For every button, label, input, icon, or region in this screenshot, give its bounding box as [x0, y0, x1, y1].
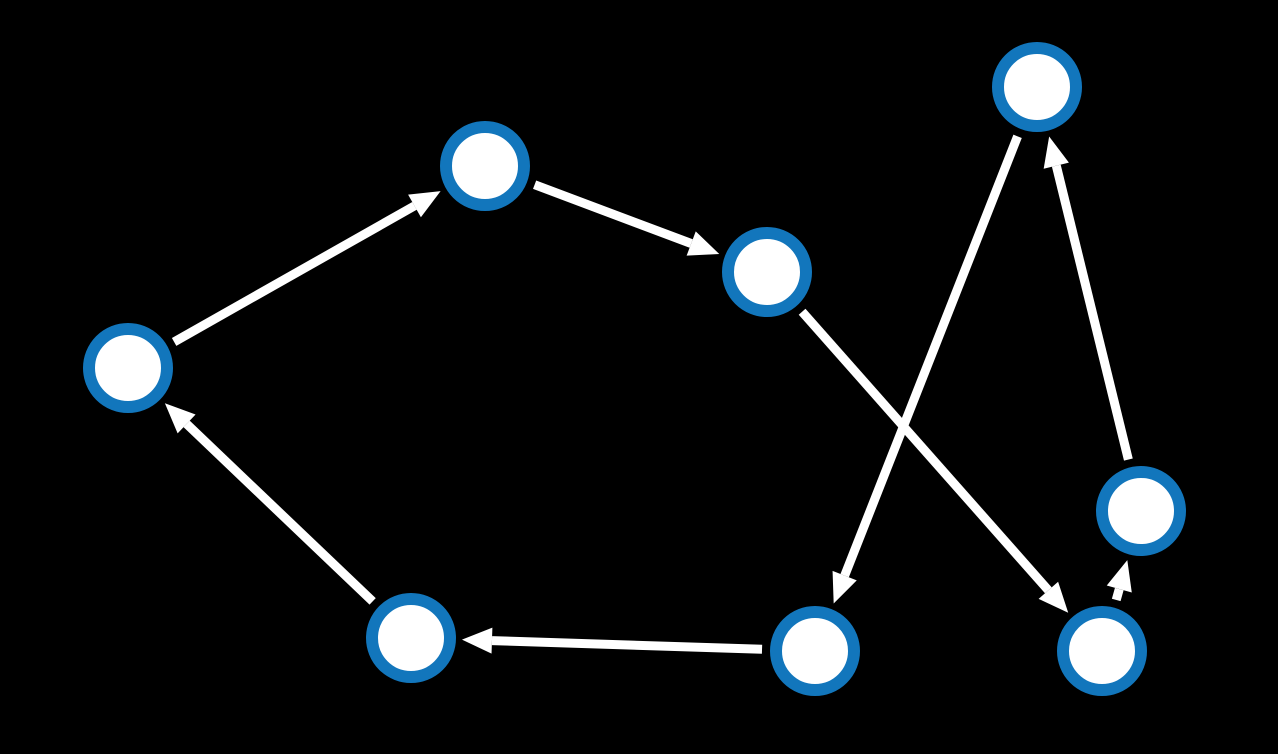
edge-top-right-to-bottom-mid-arrowhead-icon	[832, 570, 857, 604]
edge-bottom-right-to-right-mid-line	[1111, 587, 1124, 602]
node-bottom-left-circle	[366, 593, 456, 683]
edge-top-left-to-top-mid-arrowhead-icon	[686, 231, 720, 256]
edge-left-to-top-left-line	[171, 201, 417, 346]
edge-top-mid-to-bottom-right[interactable]	[798, 308, 1069, 613]
node-top-mid-circle	[722, 227, 812, 317]
node-left-circle	[83, 323, 173, 413]
edge-left-to-top-left-arrowhead-icon	[408, 191, 441, 218]
node-top-right-circle	[992, 42, 1082, 132]
node-bottom-right-circle	[1057, 606, 1147, 696]
node-top-right[interactable]	[992, 42, 1082, 132]
node-layer	[83, 42, 1186, 696]
edge-top-right-to-bottom-mid-line	[840, 134, 1022, 578]
edge-bottom-right-to-right-mid-arrowhead-icon	[1106, 560, 1132, 593]
edge-top-mid-to-bottom-right-line	[798, 308, 1052, 594]
edge-bottom-mid-to-bottom-left-line	[491, 636, 763, 654]
edge-right-mid-to-top-right[interactable]	[1043, 136, 1133, 461]
edge-top-mid-to-bottom-right-arrowhead-icon	[1038, 581, 1069, 613]
edge-layer	[164, 134, 1133, 654]
edge-top-right-to-bottom-mid[interactable]	[832, 134, 1022, 604]
node-top-left-circle	[440, 121, 530, 211]
edge-bottom-mid-to-bottom-left[interactable]	[461, 627, 763, 654]
edge-top-left-to-top-mid[interactable]	[533, 180, 720, 256]
node-top-left[interactable]	[440, 121, 530, 211]
node-bottom-mid-circle	[770, 606, 860, 696]
node-bottom-left[interactable]	[366, 593, 456, 683]
edge-bottom-left-to-left[interactable]	[164, 403, 376, 605]
edge-bottom-right-to-right-mid[interactable]	[1106, 560, 1132, 602]
edge-bottom-left-to-left-line	[183, 420, 376, 605]
node-right-mid-circle	[1096, 466, 1186, 556]
node-bottom-right[interactable]	[1057, 606, 1147, 696]
node-right-mid[interactable]	[1096, 466, 1186, 556]
edge-bottom-left-to-left-arrowhead-icon	[164, 403, 196, 434]
node-left[interactable]	[83, 323, 173, 413]
node-bottom-mid[interactable]	[770, 606, 860, 696]
edge-top-left-to-top-mid-line	[533, 180, 693, 248]
edge-bottom-mid-to-bottom-left-arrowhead-icon	[461, 627, 493, 654]
edge-right-mid-to-top-right-arrowhead-icon	[1043, 136, 1069, 169]
edge-right-mid-to-top-right-line	[1051, 164, 1133, 461]
node-top-mid[interactable]	[722, 227, 812, 317]
edge-left-to-top-left[interactable]	[171, 191, 441, 346]
